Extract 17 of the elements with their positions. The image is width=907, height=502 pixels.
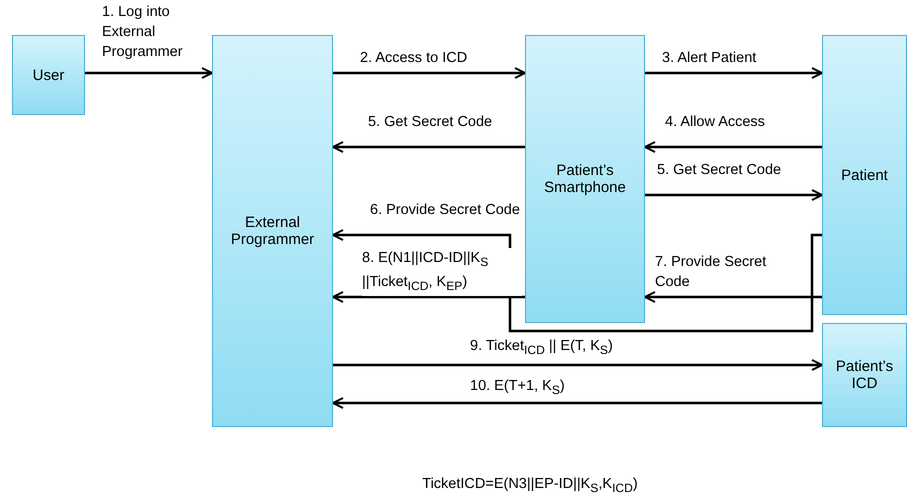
arrow [332, 141, 525, 153]
arrow [644, 291, 822, 303]
participant-box: Patient’s ICD [822, 323, 907, 427]
edge-label: 8. E(N1||ICD-ID||K$_{S}$ ||Ticket$_{ICD}$, K$_{EP}$) [362, 248, 522, 296]
arrow [645, 67, 823, 79]
arrow [332, 229, 822, 332]
participant-box: User [12, 35, 85, 115]
participant-box: Patient [822, 35, 907, 315]
arrow [644, 141, 822, 153]
arrow [332, 291, 525, 303]
participant-box: Patient’s Smartphone [525, 35, 645, 323]
arrow [645, 189, 823, 201]
participant-box: External Programmer [212, 35, 333, 427]
arrow [333, 359, 823, 371]
arrow [333, 67, 526, 79]
arrow [85, 67, 213, 79]
arrow [332, 397, 822, 409]
